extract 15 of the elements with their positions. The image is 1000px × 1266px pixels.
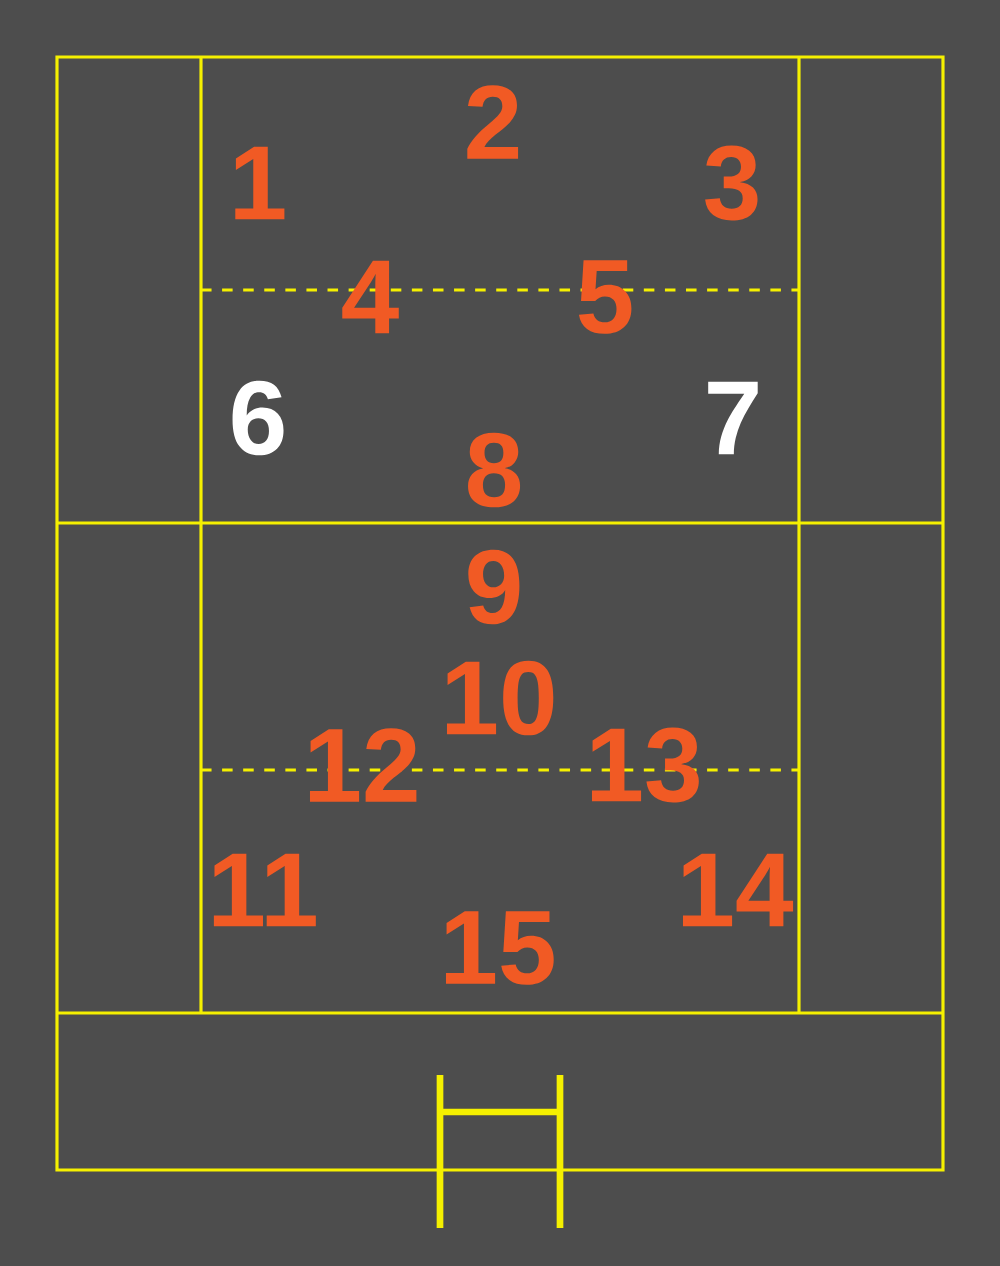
position-number: 14: [683, 853, 794, 927]
position-number: 3: [705, 145, 758, 221]
position-number: 5: [578, 260, 632, 334]
position-number: 8: [468, 432, 521, 508]
position-number: 13: [592, 727, 699, 803]
position-number: 1: [235, 146, 285, 220]
position-number: 9: [468, 549, 520, 625]
position-number: 15: [446, 911, 554, 985]
position-number: 12: [310, 728, 417, 802]
position-number: 6: [232, 380, 284, 456]
position-number: 4: [342, 260, 399, 334]
position-number: 10: [447, 660, 554, 736]
position-number: 7: [708, 381, 758, 455]
position-number: 11: [213, 853, 316, 927]
position-number: 2: [467, 85, 519, 159]
